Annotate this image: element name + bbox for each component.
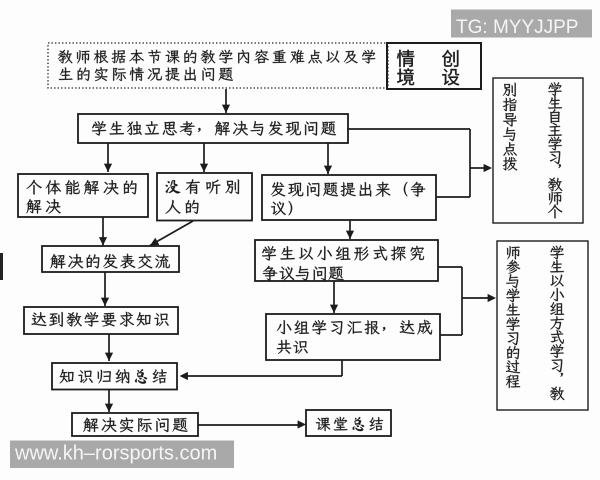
svg-text:TG: MYYJJPP: TG: MYYJJPP (456, 17, 578, 38)
svg-text:www.kh–rorsports.com: www.kh–rorsports.com (14, 443, 217, 465)
